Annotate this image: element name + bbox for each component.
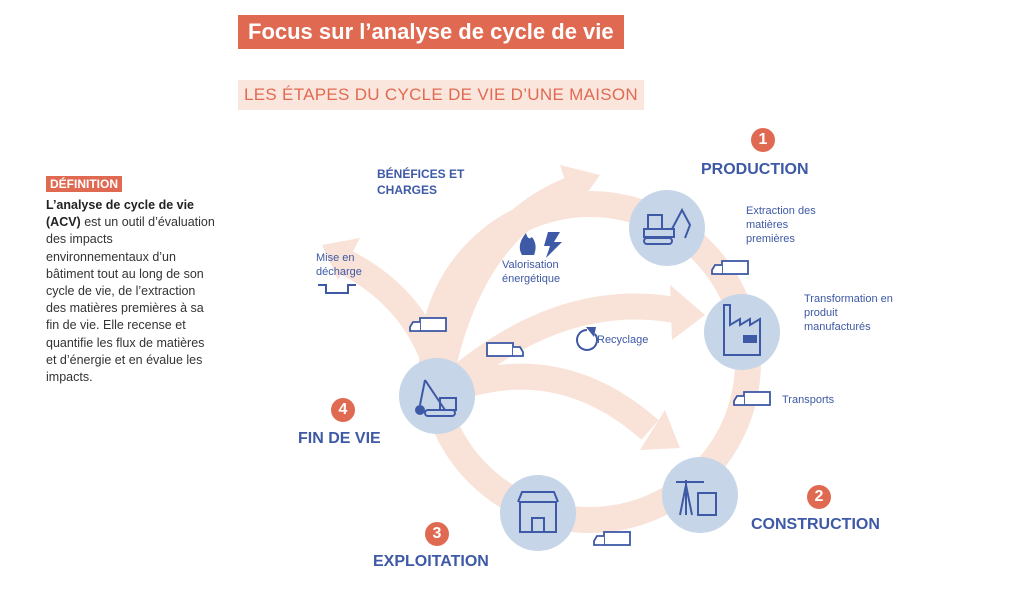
definition-text: L’analyse de cycle de vie (ACV) est un o…	[46, 197, 216, 386]
arrow-reuse	[445, 363, 659, 440]
stage-2-number: 2	[807, 485, 831, 509]
demolition-crane-icon	[415, 379, 457, 417]
benefices-label: BÉNÉFICES ET CHARGES	[377, 167, 465, 197]
truck-icon	[409, 317, 447, 332]
recyclage-label: Recyclage	[597, 334, 649, 346]
page-title: Focus sur l’analyse de cycle de vie	[238, 15, 624, 49]
definition-label: DÉFINITION	[46, 176, 122, 192]
stage-construction: CONSTRUCTION	[751, 516, 880, 533]
definition-term: L’analyse de cycle de vie (ACV)	[46, 198, 195, 230]
valorisation-label: Valorisation énergétique	[502, 259, 561, 285]
stage-3-number: 3	[425, 522, 449, 546]
transformation-circle	[704, 294, 780, 370]
arrow-benefices	[427, 177, 576, 383]
recycle-icon	[576, 329, 598, 351]
transports-label: Transports	[782, 394, 835, 406]
flame-icon	[519, 233, 536, 255]
exploitation-circle	[500, 475, 576, 551]
arrowhead-reuse	[640, 410, 680, 450]
stage-production: PRODUCTION	[701, 161, 809, 178]
arrowhead-benefices	[560, 165, 600, 210]
lightning-icon	[544, 232, 562, 258]
transformation-label: Transformation en produit manufacturés	[804, 293, 893, 333]
truck-icon	[733, 391, 771, 406]
decharge-label: Mise en décharge	[316, 252, 362, 278]
stage-exploitation: EXPLOITATION	[373, 553, 489, 570]
truck-icon	[486, 342, 524, 357]
construction-circle	[662, 457, 738, 533]
crane-building-icon	[676, 480, 717, 516]
factory-icon	[723, 304, 761, 356]
excavator-icon	[643, 207, 692, 245]
stage-fin-de-vie: FIN DE VIE	[298, 430, 381, 447]
fin-de-vie-circle	[399, 358, 475, 434]
stage-1-number: 1	[751, 128, 775, 152]
house-icon	[517, 491, 559, 533]
arrowhead-decharge	[322, 238, 360, 280]
truck-icon	[593, 531, 631, 546]
extraction-label: Extraction des matières premières	[746, 205, 816, 245]
arrowhead-recyclage	[670, 285, 705, 340]
definition-body: est un outil d’évaluation des impacts en…	[46, 215, 215, 385]
landfill-icon	[318, 284, 356, 294]
page-subtitle: LES ÉTAPES DU CYCLE DE VIE D’UNE MAISON	[238, 80, 644, 110]
energy-icons	[519, 232, 562, 258]
arrow-recyclage	[441, 293, 678, 395]
truck-icon	[711, 260, 749, 275]
stage-4-number: 4	[331, 398, 355, 422]
